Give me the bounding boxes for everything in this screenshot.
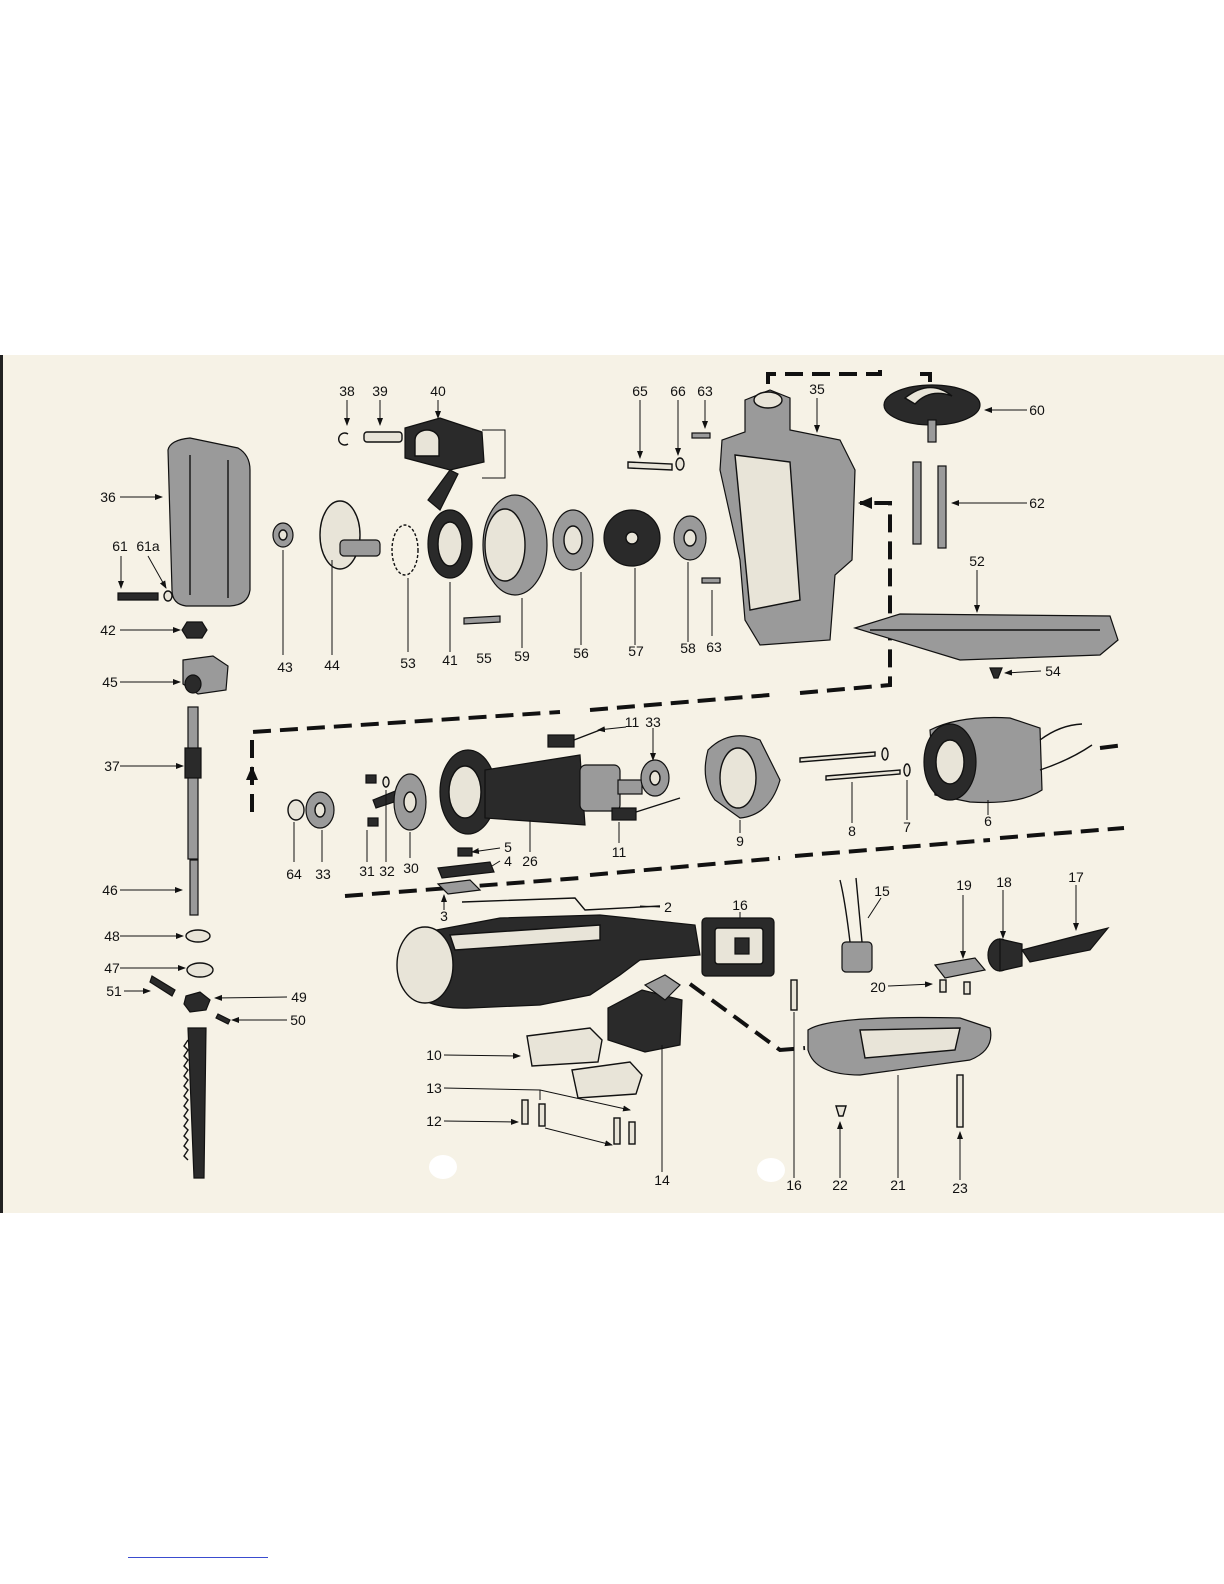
bottom-rule (128, 1557, 268, 1558)
callout-15: 15 (874, 883, 890, 899)
callout-14: 14 (654, 1172, 670, 1188)
callout-8: 8 (848, 823, 856, 839)
callout-32: 32 (379, 863, 395, 879)
callout-56: 56 (573, 645, 589, 661)
callout-23: 23 (952, 1180, 968, 1196)
callout-19: 19 (956, 877, 972, 893)
callout-58: 58 (680, 640, 696, 656)
callout-7: 7 (903, 819, 911, 835)
callout-46: 46 (102, 882, 118, 898)
punch-hole-right (757, 1158, 785, 1182)
callout-31: 31 (359, 863, 375, 879)
callout-51: 51 (106, 983, 122, 999)
callout-3: 3 (440, 908, 448, 924)
callout-35: 35 (809, 381, 825, 397)
callout-11-upper: 11 (625, 714, 640, 730)
callout-52: 52 (969, 553, 985, 569)
part-52-base-plate (855, 614, 1118, 660)
callout-40: 40 (430, 383, 446, 399)
callout-36: 36 (100, 489, 116, 505)
callout-18: 18 (996, 874, 1012, 890)
callout-20: 20 (870, 979, 886, 995)
callout-50: 50 (290, 1012, 306, 1028)
part-drawings (118, 385, 1118, 1178)
callout-16-lower: 16 (786, 1177, 802, 1193)
callout-26: 26 (522, 853, 538, 869)
callout-64: 64 (286, 866, 302, 882)
callout-30: 30 (403, 860, 419, 876)
callout-33-lower: 33 (315, 866, 331, 882)
callout-57: 57 (628, 643, 644, 659)
callout-61a: 61a (136, 538, 160, 554)
callout-39: 39 (372, 383, 388, 399)
callout-42: 42 (100, 622, 116, 638)
callout-2: 2 (664, 899, 672, 915)
callout-12: 12 (426, 1113, 442, 1129)
callout-13: 13 (426, 1080, 442, 1096)
punch-hole-left (429, 1155, 457, 1179)
callout-63-lower: 63 (706, 639, 722, 655)
part-36-cover (168, 438, 250, 606)
callout-62: 62 (1029, 495, 1045, 511)
callout-60: 60 (1029, 402, 1045, 418)
callout-49: 49 (291, 989, 307, 1005)
callout-37: 37 (104, 758, 120, 774)
callout-59: 59 (514, 648, 530, 664)
callout-65: 65 (632, 383, 648, 399)
callout-33-upper: 33 (645, 714, 661, 730)
callout-21: 21 (890, 1177, 906, 1193)
callout-61: 61 (112, 538, 128, 554)
callout-54: 54 (1045, 663, 1061, 679)
callout-11-lower: 11 (612, 844, 627, 860)
callout-55: 55 (476, 650, 492, 666)
callout-22: 22 (832, 1177, 848, 1193)
callout-53: 53 (400, 655, 416, 671)
callout-10: 10 (426, 1047, 442, 1063)
callout-66: 66 (670, 383, 686, 399)
callout-6: 6 (984, 813, 992, 829)
callout-4: 4 (504, 853, 512, 869)
callout-45: 45 (102, 674, 118, 690)
callout-38: 38 (339, 383, 355, 399)
callout-41: 41 (442, 652, 458, 668)
callout-17: 17 (1068, 869, 1084, 885)
callout-47: 47 (104, 960, 120, 976)
callout-44: 44 (324, 657, 340, 673)
callout-9: 9 (736, 833, 744, 849)
callout-63: 63 (697, 383, 713, 399)
callout-43: 43 (277, 659, 293, 675)
callout-16-upper: 16 (732, 897, 748, 913)
callout-48: 48 (104, 928, 120, 944)
